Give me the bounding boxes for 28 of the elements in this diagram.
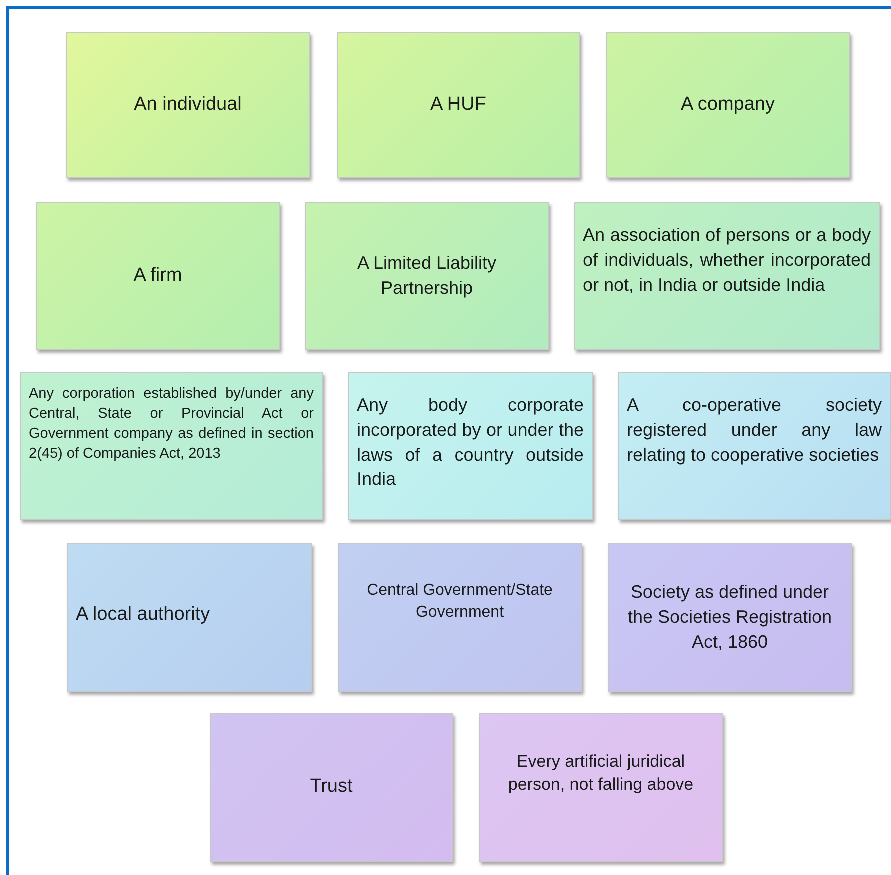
box-text: Every artificial juridical person, not falling above [507,751,695,796]
box-text: A co-operative society registered under any law relating to cooperative societies [627,394,882,467]
category-box [67,543,312,692]
box-text: A firm [132,264,184,288]
box-text: A local authority [76,603,212,627]
box-text: An association of persons or a body of individuals, whether incorporated or not, in India or outside India [583,224,871,296]
box-text: Any body corporate incorporated by or under the laws of a country outside India [357,394,584,492]
category-box [20,372,323,520]
category-box [608,543,852,692]
category-box [305,202,549,350]
box-text: A company [680,92,776,117]
category-box [618,372,891,520]
category-box [338,543,582,692]
box-text: A Limited Liability Partnership [356,252,498,300]
category-box [36,202,280,350]
box-text: Central Government/State Government [366,581,554,623]
category-box [337,32,580,178]
box-text: Any corporation established by/under any Central, State or Provincial Act or Government company as defined in section 2(45) of Companies Act, 2013 [29,385,314,464]
box-text: Society as defined under the Societies Registration Act, 1860 [626,581,834,654]
category-box [210,713,453,862]
category-box [574,202,880,350]
box-text: Trust [309,775,354,800]
box-text: An individual [133,92,243,117]
category-box [606,32,850,178]
category-box [348,372,593,520]
box-text: A HUF [430,92,488,117]
category-box [66,32,310,178]
category-box [479,713,723,862]
